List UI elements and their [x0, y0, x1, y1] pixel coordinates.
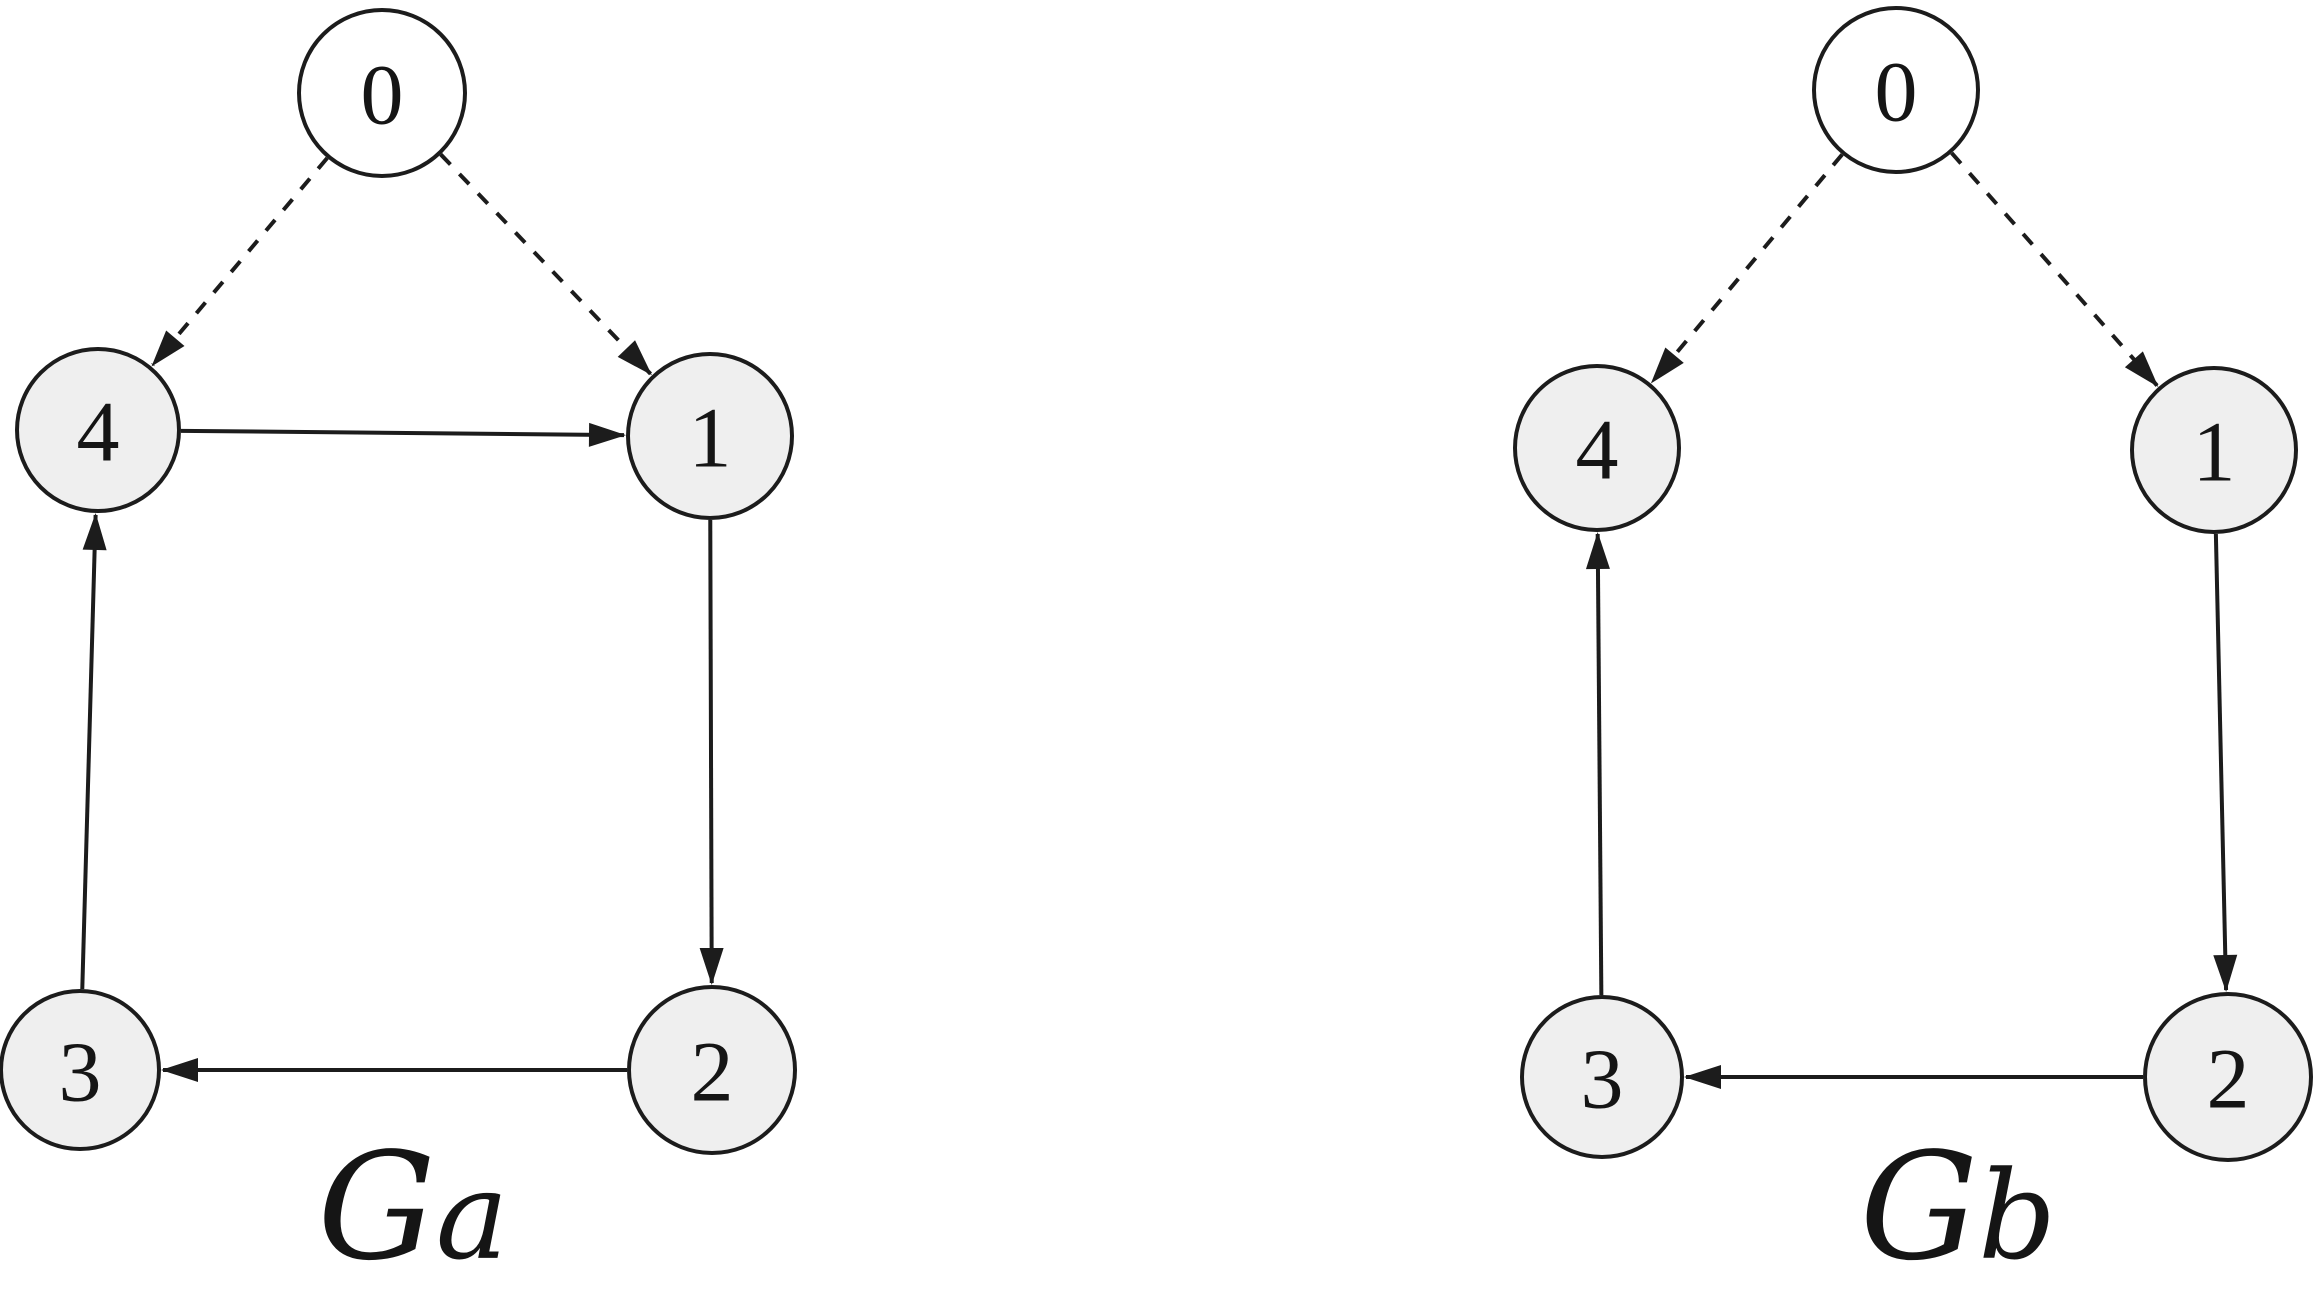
edge-0-to-1-dashed-arrow [1950, 151, 2159, 388]
graph-caption-Gb: Gb [1860, 1121, 2056, 1293]
edge-3-to-4-solid-arrow [80, 512, 107, 990]
node-circle-4 [1513, 364, 1681, 532]
edge-4-to-1-solid-arrow [180, 422, 627, 447]
node-label-2: 2 [691, 1024, 734, 1120]
node-circle-3 [0, 989, 161, 1151]
graph-Gb: 0 4 1 3 2Gb [1513, 6, 2313, 1293]
node-circle-1 [2130, 366, 2298, 534]
node-circle-0 [297, 8, 467, 178]
node-label-1: 1 [2193, 404, 2236, 500]
graph-caption-script-g: G [1860, 1121, 1978, 1293]
node-circle-1 [626, 352, 794, 520]
graph-caption-letter: b [1978, 1145, 2056, 1287]
edge-0-to-4-dashed-arrow [151, 156, 329, 367]
node-circle-3 [1520, 995, 1684, 1159]
node-circle-2 [627, 985, 797, 1155]
node-label-4: 4 [77, 384, 120, 480]
edge-0-to-4-dashed-arrow [1650, 153, 1844, 384]
graph-caption-letter: a [436, 1145, 509, 1287]
edge-3-to-4-solid-arrow [1585, 531, 1610, 996]
node-label-3: 3 [1581, 1031, 1624, 1127]
graph-caption-script-g: G [318, 1121, 436, 1293]
node-label-0: 0 [1875, 44, 1918, 140]
node-label-4: 4 [1576, 402, 1619, 498]
graphs-layer: 0 4 1 3 2Ga 0 4 1 3 2Gb [0, 6, 2313, 1293]
node-label-1: 1 [689, 390, 732, 486]
node-circle-0 [1812, 6, 1980, 174]
edge-1-to-2-solid-arrow [699, 519, 724, 986]
edge-0-to-1-dashed-arrow [439, 153, 653, 376]
graph-caption-Ga: Ga [318, 1121, 509, 1293]
node-circle-4 [15, 347, 181, 513]
node-label-2: 2 [2207, 1031, 2250, 1127]
node-circle-2 [2143, 992, 2313, 1162]
graph-Ga: 0 4 1 3 2Ga [0, 8, 797, 1293]
node-label-0: 0 [361, 47, 404, 143]
node-label-3: 3 [59, 1024, 102, 1120]
edge-1-to-2-solid-arrow [2213, 533, 2238, 993]
